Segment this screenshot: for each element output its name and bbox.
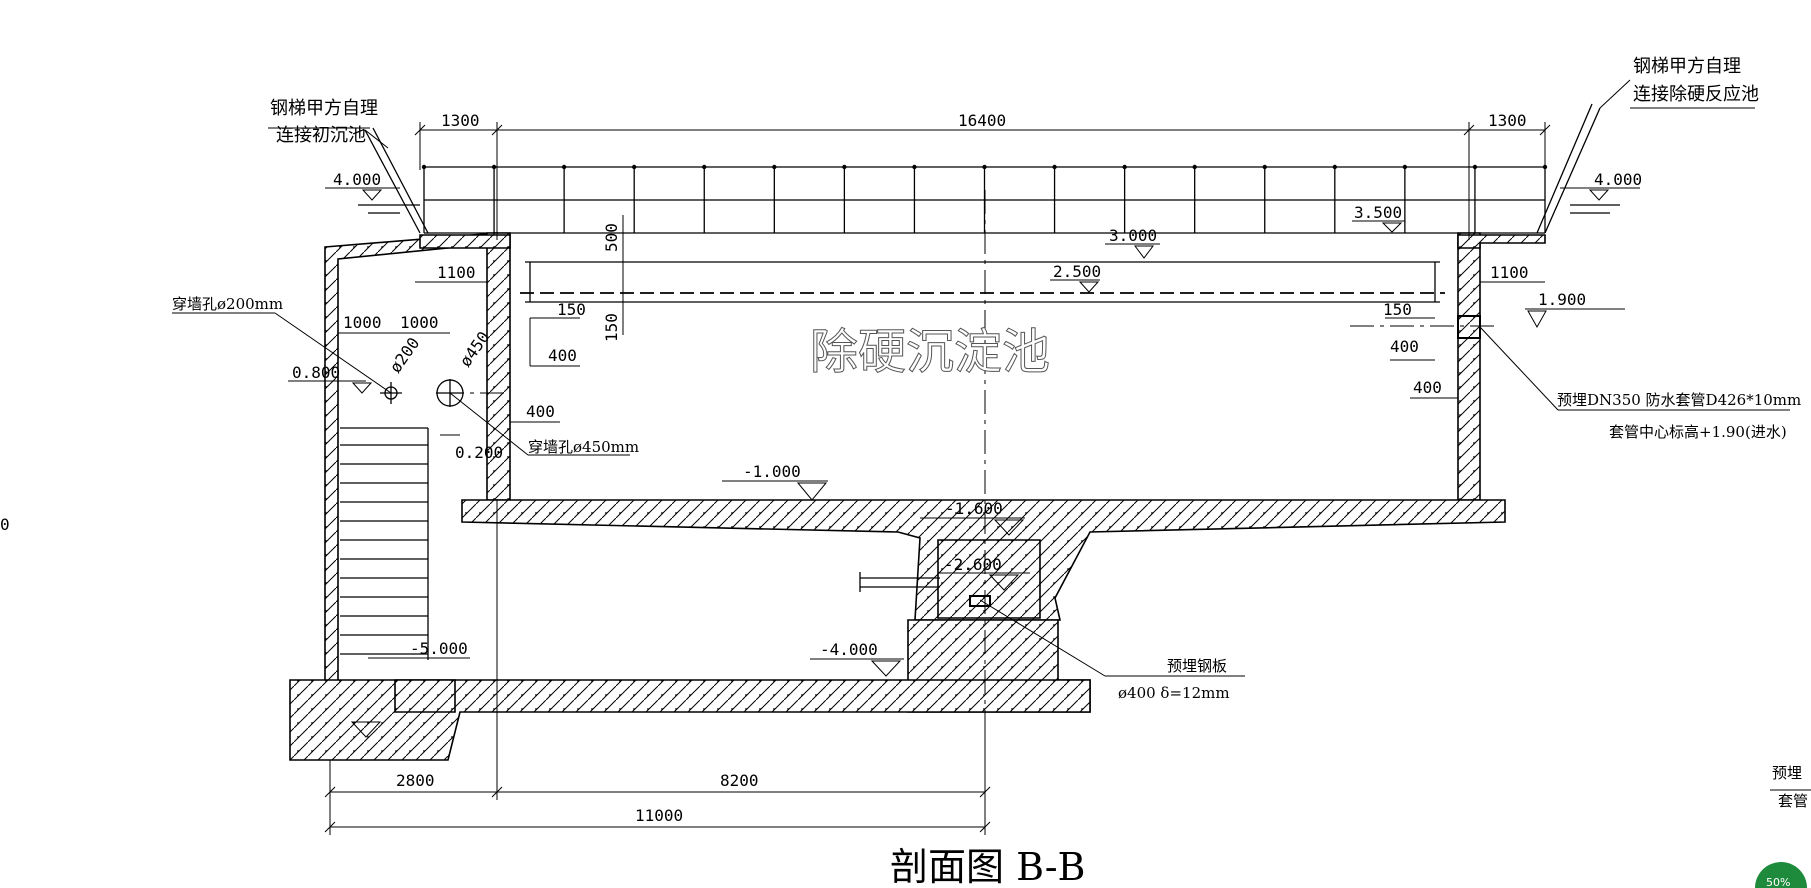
railing-joint	[1052, 164, 1057, 170]
tank-name: 除硬沉淀池	[810, 324, 1050, 380]
dim-11000: 11000	[635, 806, 683, 825]
railing-joint	[702, 164, 707, 170]
leader-lines	[172, 79, 1811, 791]
zoom-badge-label: 50%	[1766, 876, 1790, 888]
dim-1000-a: 1000	[343, 313, 382, 332]
dim-500: 500	[602, 223, 621, 252]
drawing-title: 剖面图 B-B	[890, 845, 1085, 888]
railing-joint	[1472, 164, 1478, 170]
note-pipe-1: 预埋DN350 防水套管D426*10mm	[1557, 391, 1801, 409]
dim-150-vertical: 150	[602, 313, 621, 342]
railing-joint	[1332, 164, 1338, 170]
note-hole-200: 穿墙孔ø200mm	[172, 295, 283, 313]
dim-400-left-1: 400	[548, 346, 577, 365]
dim-400-left-2: 400	[526, 402, 555, 421]
railing-joint	[491, 164, 497, 170]
railing-joint	[1192, 164, 1197, 170]
dim-1100-left: 1100	[437, 263, 476, 282]
concrete-structure	[289, 232, 1546, 761]
dim-400-right-2: 400	[1413, 378, 1442, 397]
elev-m2600: -2.600	[944, 555, 1002, 574]
railing-joint	[982, 164, 987, 170]
left-edge-fragment: 0	[0, 515, 10, 534]
elev-2500: 2.500	[1053, 262, 1101, 281]
elev-m4000: -4.000	[820, 640, 878, 659]
top-dimensions	[414, 122, 1551, 240]
dim-8200: 8200	[720, 771, 759, 790]
note-hole-450: 穿墙孔ø450mm	[528, 438, 639, 456]
note-plate-2: ø400 δ=12mm	[1118, 684, 1230, 702]
dim-2800: 2800	[396, 771, 435, 790]
zoom-badge[interactable]: 50%	[1755, 862, 1807, 888]
railing-joint	[842, 164, 847, 170]
elev-1900: 1.900	[1538, 290, 1586, 309]
railing-joint	[1402, 164, 1408, 170]
dim-top-right: 1300	[1488, 111, 1527, 130]
note-plate-1: 预埋钢板	[1167, 657, 1227, 675]
dim-150-right: 150	[1383, 300, 1412, 319]
stairs	[340, 444, 428, 655]
railing-joint	[631, 164, 637, 170]
elevation-markers	[288, 187, 1640, 738]
dim-1100-right: 1100	[1490, 263, 1529, 282]
left-ladder	[358, 127, 429, 234]
dim-1000-b: 1000	[400, 313, 439, 332]
elev-4000-left: 4.000	[333, 170, 381, 189]
elev-0200: 0.200	[455, 443, 503, 462]
bottom-dimensions	[324, 500, 991, 835]
elev-0800: 0.800	[292, 363, 340, 382]
note-right-edge-1: 预埋	[1772, 764, 1802, 782]
railing-joint	[421, 164, 427, 170]
dim-400-right-1: 400	[1390, 337, 1419, 356]
railing-joint	[561, 164, 567, 170]
elev-m1600: -1.600	[945, 499, 1003, 518]
railing-joint	[772, 164, 777, 170]
note-pipe-2: 套管中心标高+1.90(进水)	[1609, 423, 1787, 441]
note-right-edge-2: 套管	[1778, 792, 1808, 810]
railing-joint	[1262, 164, 1267, 170]
elev-3000: 3.000	[1109, 226, 1157, 245]
dim-150-left: 150	[557, 300, 586, 319]
elev-m1000: -1.000	[743, 462, 801, 481]
drain-pipe	[859, 572, 991, 607]
elev-4000-right: 4.000	[1594, 170, 1642, 189]
dim-top-mid: 16400	[958, 111, 1006, 130]
note-right-top-1: 钢梯甲方自理	[1633, 56, 1741, 77]
dim-phi200: ø200	[386, 334, 424, 376]
note-left-top-1: 钢梯甲方自理	[270, 98, 378, 119]
minor-dimension-lines	[338, 215, 1545, 423]
note-left-top-2: 连接初沉池	[276, 125, 366, 146]
dim-top-left: 1300	[441, 111, 480, 130]
railing-joint	[1122, 164, 1127, 170]
railing-joint	[912, 164, 917, 170]
right-ladder	[1536, 103, 1620, 234]
elev-3500: 3.500	[1354, 203, 1402, 222]
elev-m5000: -5.000	[410, 639, 468, 658]
note-right-top-2: 连接除硬反应池	[1633, 84, 1759, 105]
